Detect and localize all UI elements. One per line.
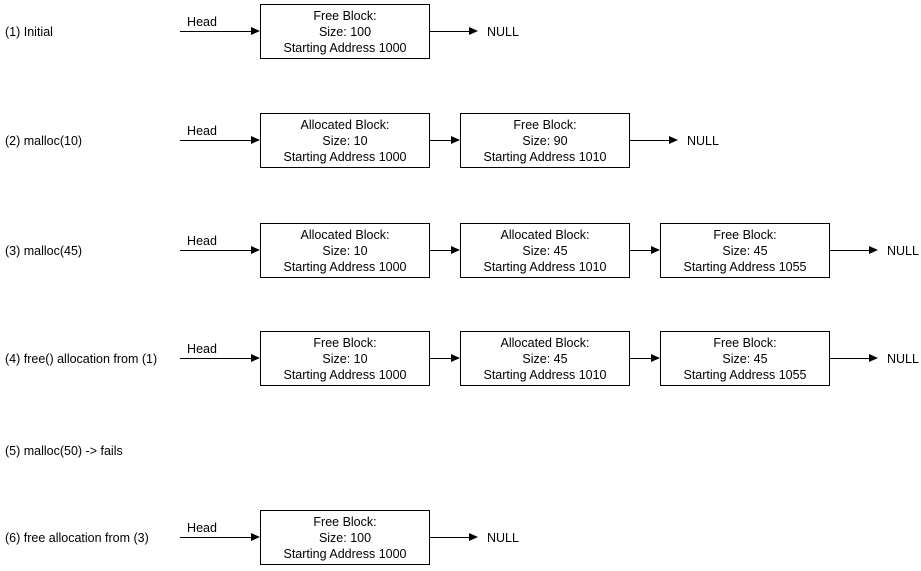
memory-block: Allocated Block: Size: 45 Starting Addre… <box>460 223 630 278</box>
arrowhead-icon <box>451 246 460 255</box>
null-label: NULL <box>887 243 919 258</box>
arrowhead-icon <box>651 246 660 255</box>
block-type: Allocated Block: <box>500 335 590 350</box>
diagram-row-3: (3) malloc(45) Head Allocated Block: Siz… <box>0 223 921 278</box>
block-type: Free Block: <box>513 117 577 132</box>
arrowhead-icon <box>451 354 460 363</box>
next-pointer-arrow <box>430 533 478 542</box>
null-label: NULL <box>487 24 519 39</box>
block-size: Size: 10 <box>322 133 368 148</box>
block-address: Starting Address 1010 <box>483 259 607 274</box>
arrowhead-icon <box>469 533 478 542</box>
null-label: NULL <box>487 530 519 545</box>
step-label: (5) malloc(50) -> fails <box>5 443 123 458</box>
next-pointer-arrow <box>630 354 660 363</box>
next-pointer-arrow <box>430 354 460 363</box>
head-label: Head <box>187 521 217 535</box>
memory-block: Allocated Block: Size: 10 Starting Addre… <box>260 223 430 278</box>
block-address: Starting Address 1010 <box>483 149 607 164</box>
step-label: (1) Initial <box>5 24 53 39</box>
block-type: Free Block: <box>313 335 377 350</box>
block-address: Starting Address 1055 <box>683 367 807 382</box>
block-address: Starting Address 1000 <box>283 259 407 274</box>
arrowhead-icon <box>251 246 260 255</box>
null-label: NULL <box>887 351 919 366</box>
block-size: Size: 45 <box>522 243 568 258</box>
head-arrow <box>180 27 260 36</box>
block-address: Starting Address 1000 <box>283 546 407 561</box>
block-type: Free Block: <box>313 514 377 529</box>
block-type: Free Block: <box>713 335 777 350</box>
block-size: Size: 45 <box>522 351 568 366</box>
block-type: Free Block: <box>713 227 777 242</box>
arrowhead-icon <box>251 27 260 36</box>
step-label: (3) malloc(45) <box>5 243 83 258</box>
next-pointer-arrow <box>830 246 878 255</box>
block-size: Size: 10 <box>322 351 368 366</box>
head-label: Head <box>187 342 217 356</box>
arrowhead-icon <box>869 354 878 363</box>
memory-block: Free Block: Size: 90 Starting Address 10… <box>460 113 630 168</box>
arrowhead-icon <box>251 136 260 145</box>
diagram-row-2: (2) malloc(10) Head Allocated Block: Siz… <box>0 113 921 168</box>
memory-block: Free Block: Size: 100 Starting Address 1… <box>260 510 430 565</box>
head-label: Head <box>187 234 217 248</box>
arrowhead-icon <box>251 354 260 363</box>
next-pointer-arrow <box>430 246 460 255</box>
block-size: Size: 10 <box>322 243 368 258</box>
step-label: (4) free() allocation from (1) <box>5 351 158 366</box>
block-size: Size: 90 <box>522 133 568 148</box>
block-size: Size: 100 <box>318 24 372 39</box>
step-label: (6) free allocation from (3) <box>5 530 149 545</box>
next-pointer-arrow <box>830 354 878 363</box>
head-arrow <box>180 533 260 542</box>
block-type: Free Block: <box>313 8 377 23</box>
arrowhead-icon <box>669 136 678 145</box>
memory-block: Free Block: Size: 100 Starting Address 1… <box>260 4 430 59</box>
memory-block: Allocated Block: Size: 45 Starting Addre… <box>460 331 630 386</box>
block-type: Allocated Block: <box>500 227 590 242</box>
block-address: Starting Address 1000 <box>283 367 407 382</box>
diagram-row-6: (6) free allocation from (3) Head Free B… <box>0 510 921 565</box>
block-size: Size: 100 <box>318 530 372 545</box>
diagram-row-5: (5) malloc(50) -> fails <box>0 423 921 478</box>
next-pointer-arrow <box>630 136 678 145</box>
block-address: Starting Address 1010 <box>483 367 607 382</box>
head-arrow <box>180 246 260 255</box>
block-address: Starting Address 1000 <box>283 149 407 164</box>
arrowhead-icon <box>869 246 878 255</box>
block-size: Size: 45 <box>722 351 768 366</box>
head-arrow <box>180 354 260 363</box>
memory-block: Free Block: Size: 10 Starting Address 10… <box>260 331 430 386</box>
next-pointer-arrow <box>630 246 660 255</box>
block-address: Starting Address 1000 <box>283 40 407 55</box>
arrowhead-icon <box>451 136 460 145</box>
diagram-row-4: (4) free() allocation from (1) Head Free… <box>0 331 921 386</box>
arrowhead-icon <box>651 354 660 363</box>
memory-block: Free Block: Size: 45 Starting Address 10… <box>660 331 830 386</box>
next-pointer-arrow <box>430 27 478 36</box>
head-label: Head <box>187 15 217 29</box>
head-arrow <box>180 136 260 145</box>
step-label: (2) malloc(10) <box>5 133 83 148</box>
block-size: Size: 45 <box>722 243 768 258</box>
next-pointer-arrow <box>430 136 460 145</box>
head-label: Head <box>187 124 217 138</box>
arrowhead-icon <box>469 27 478 36</box>
diagram-row-1: (1) Initial Head Free Block: Size: 100 S… <box>0 4 921 59</box>
memory-block: Allocated Block: Size: 10 Starting Addre… <box>260 113 430 168</box>
arrowhead-icon <box>251 533 260 542</box>
block-address: Starting Address 1055 <box>683 259 807 274</box>
block-type: Allocated Block: <box>300 227 390 242</box>
block-type: Allocated Block: <box>300 117 390 132</box>
null-label: NULL <box>687 133 719 148</box>
memory-block: Free Block: Size: 45 Starting Address 10… <box>660 223 830 278</box>
